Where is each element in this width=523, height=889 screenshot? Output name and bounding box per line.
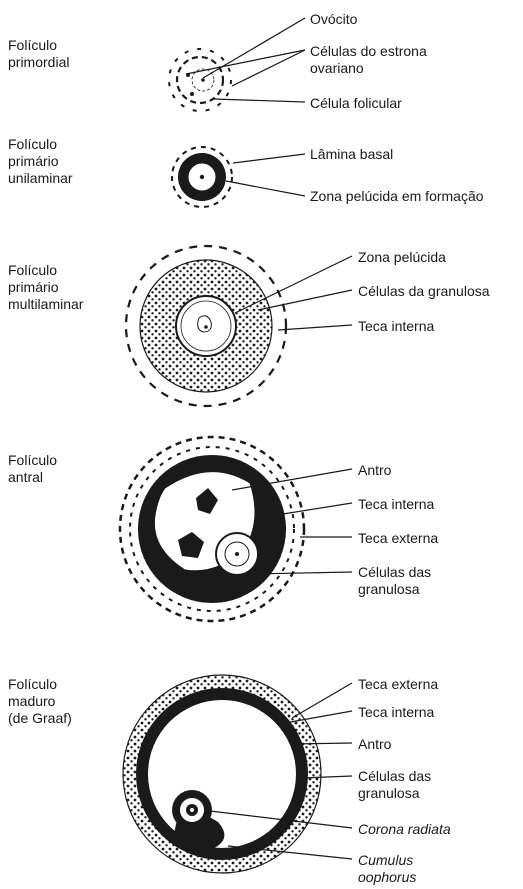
follicle-unilaminar (172, 147, 232, 207)
follicle-antral (120, 437, 304, 621)
follicle-mature (123, 675, 321, 873)
follicle-multilaminar (126, 246, 286, 406)
follicle-primordial (169, 49, 231, 111)
